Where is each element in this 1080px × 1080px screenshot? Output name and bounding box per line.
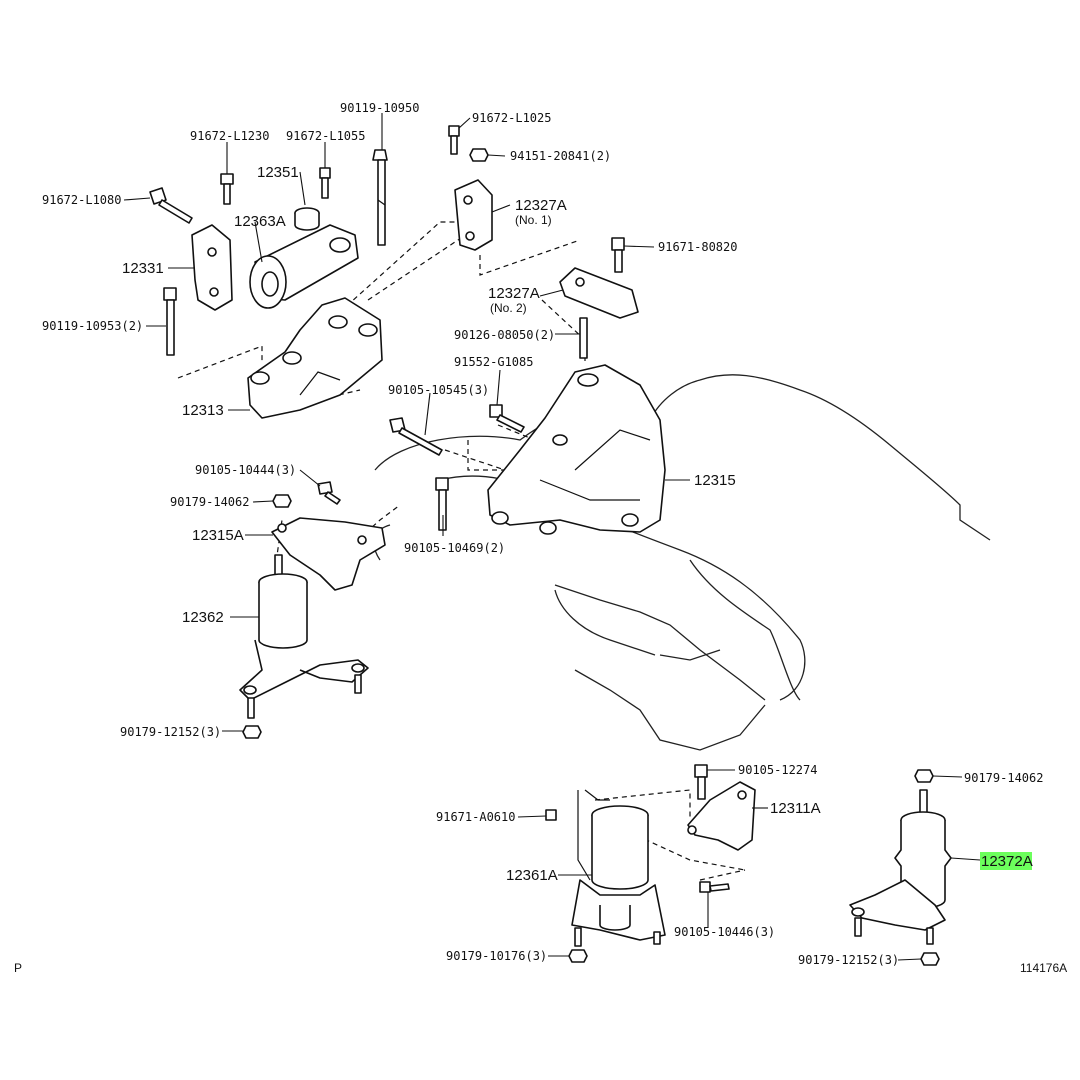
nut-94151-20841: [469, 148, 489, 162]
bracket-12311A: [687, 781, 756, 851]
mount-12362: [239, 554, 369, 719]
bracket-12315: [487, 364, 666, 535]
label-12327A-no2: 12327A: [488, 285, 540, 302]
label-12331: 12331: [122, 260, 164, 277]
leader-lines: [123, 113, 981, 961]
label-12361A: 12361A: [506, 867, 558, 884]
label-91672-L1230: 91672-L1230: [190, 129, 269, 143]
label-91672-L1025: 91672-L1025: [472, 111, 551, 125]
label-90179-14062-left: 90179-14062: [170, 495, 249, 509]
label-91672-L1080: 91672-L1080: [42, 193, 121, 207]
bracket-12327A-no1: [454, 179, 493, 251]
bushing-12351: [294, 207, 320, 231]
nut-90179-10176: [568, 949, 588, 963]
mount-12372A: [849, 789, 952, 945]
label-12315A: 12315A: [192, 527, 244, 544]
label-12372A: 12372A: [981, 853, 1033, 870]
label-91672-L1055: 91672-L1055: [286, 129, 365, 143]
nut-90179-12152-left: [242, 725, 262, 739]
bolt-90105-10444: [317, 481, 341, 505]
nut-90179-14062-left: [272, 494, 292, 508]
label-94151-20841: 94151-20841(2): [510, 149, 611, 163]
label-90119-10950: 90119-10950: [340, 101, 419, 115]
label-90119-10953: 90119-10953(2): [42, 319, 143, 333]
engine-block-outline: [373, 374, 991, 751]
label-91552-G1085: 91552-G1085: [454, 355, 533, 369]
bolt-90105-12274: [694, 764, 708, 800]
bracket-12315A: [271, 517, 386, 591]
mount-12363A: [249, 224, 359, 309]
label-90179-12152-right: 90179-12152(3): [798, 953, 899, 967]
nut-90179-14062-right: [914, 769, 934, 783]
bolt-91552-G1085: [489, 404, 525, 433]
label-12327A-no1: 12327A: [515, 197, 567, 214]
label-90179-12152-left: 90179-12152(3): [120, 725, 221, 739]
label-90105-10444: 90105-10444(3): [195, 463, 296, 477]
bolt-91672-L1230: [220, 173, 234, 205]
bolt-90105-10469: [435, 477, 449, 531]
label-91671-A0610: 91671-A0610: [436, 810, 515, 824]
bolt-91671-80820: [611, 237, 625, 273]
mount-12361A: [571, 789, 666, 947]
label-91671-80820: 91671-80820: [658, 240, 737, 254]
label-12362: 12362: [182, 609, 224, 626]
label-90105-10545: 90105-10545(3): [388, 383, 489, 397]
label-90105-12274: 90105-12274: [738, 763, 817, 777]
nut-90179-12152-right: [920, 952, 940, 966]
label-12313: 12313: [182, 402, 224, 419]
bolt-90119-10950: [372, 149, 388, 246]
label-90105-10469: 90105-10469(2): [404, 541, 505, 555]
label-90179-10176: 90179-10176(3): [446, 949, 547, 963]
bracket-12313: [247, 297, 383, 419]
label-90105-10446: 90105-10446(3): [674, 925, 775, 939]
label-12351: 12351: [257, 164, 299, 181]
label-90179-14062-right: 90179-14062: [964, 771, 1043, 785]
stud-90126-08050: [579, 317, 588, 359]
diagram-id: 114176A: [1020, 961, 1067, 975]
bolt-91672-L1080: [149, 187, 193, 224]
label-12311A: 12311A: [770, 800, 821, 817]
bolt-91671-A0610: [545, 809, 557, 821]
bolt-90105-10545: [389, 417, 443, 456]
highlight-12372A: [980, 852, 1032, 870]
bracket-12331: [191, 224, 233, 311]
label-no2: (No. 2): [490, 301, 527, 315]
bolt-91672-L1055: [319, 167, 331, 199]
bolt-90119-10953: [163, 287, 177, 356]
part-labels: 90119-10950 91672-L1230 91672-L1055 1235…: [14, 101, 1067, 975]
bolt-91672-L1025: [448, 125, 460, 155]
bracket-12327A-no2: [559, 267, 639, 319]
label-12315: 12315: [694, 472, 736, 489]
label-90126-08050: 90126-08050(2): [454, 328, 555, 342]
bolt-90105-10446: [699, 881, 730, 893]
label-12363A: 12363A: [234, 213, 286, 230]
label-no1: (No. 1): [515, 213, 552, 227]
page-mark-p: P: [14, 961, 22, 975]
